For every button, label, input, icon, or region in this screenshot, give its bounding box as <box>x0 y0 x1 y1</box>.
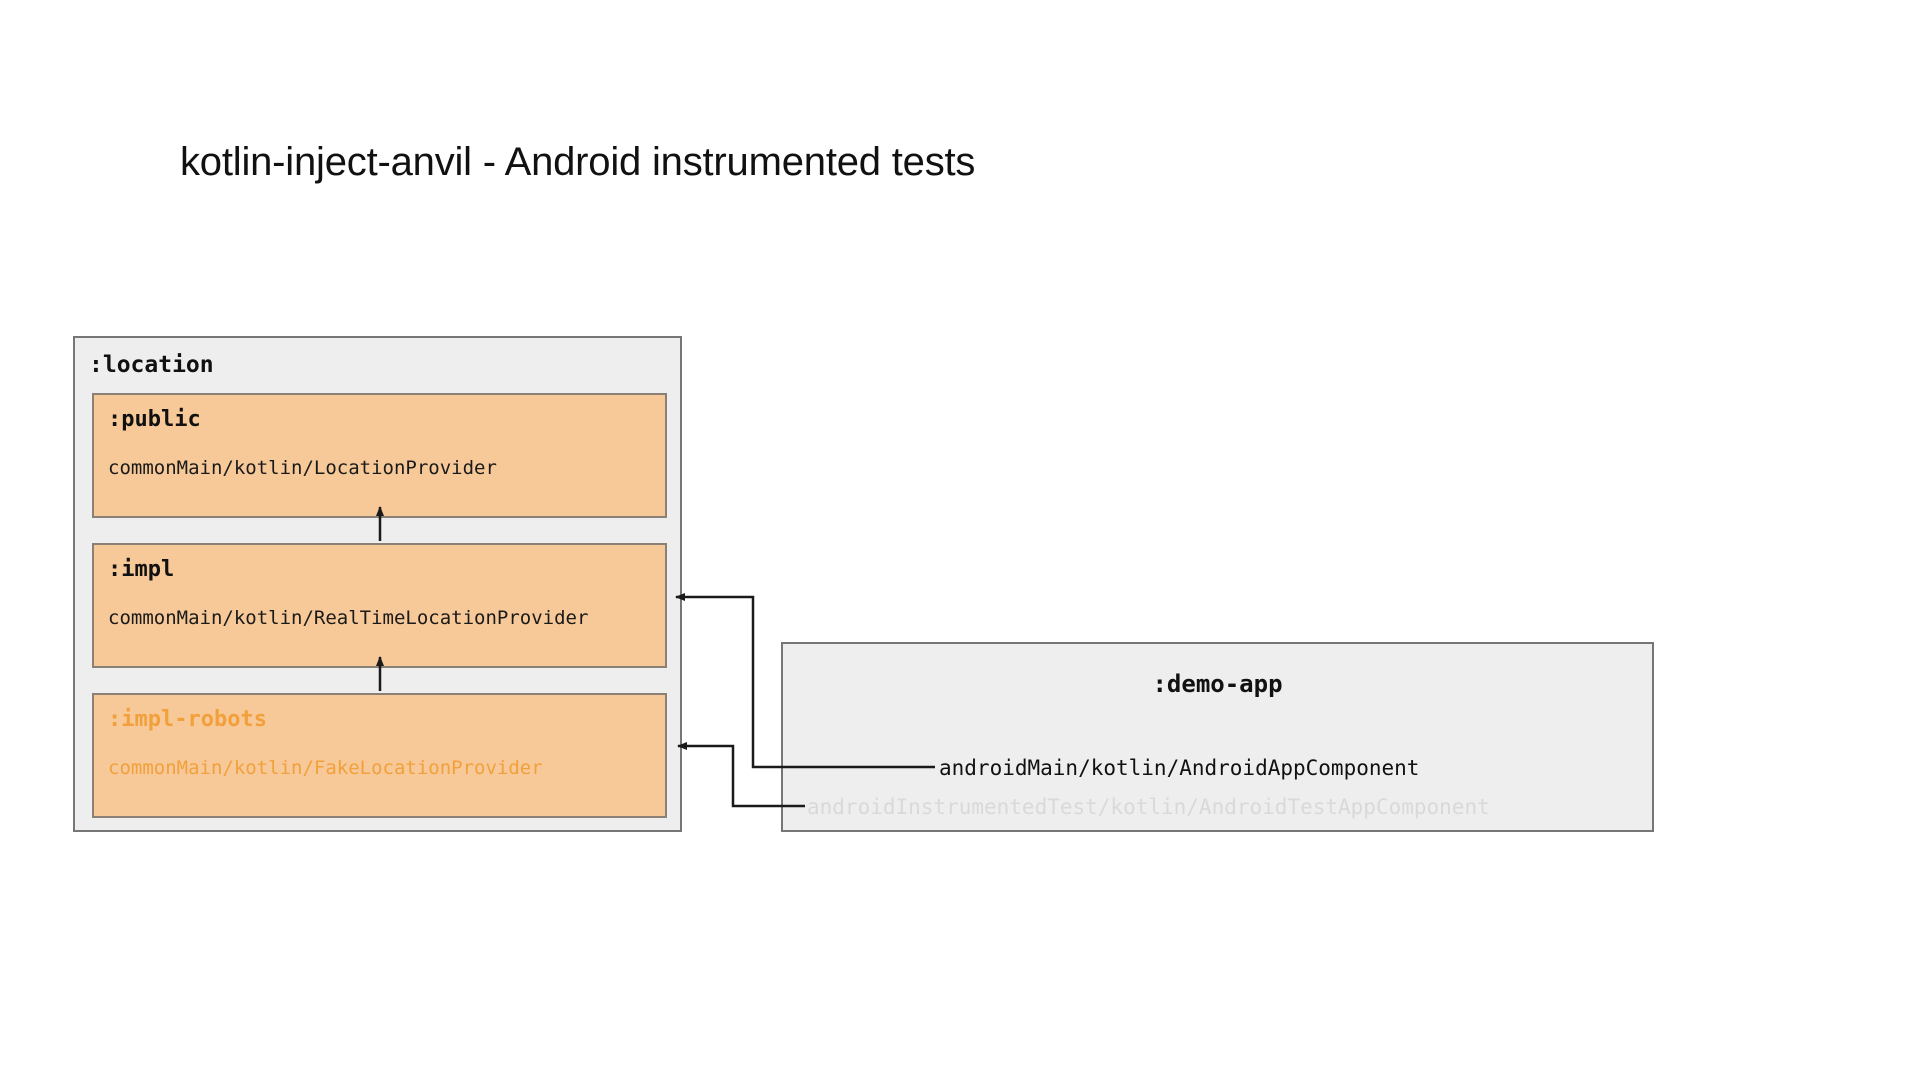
submodule-impl-title: :impl <box>108 557 175 582</box>
demo-app-android-instrumented-test-component: androidInstrumentedTest/kotlin/AndroidTe… <box>807 795 1490 819</box>
module-demo-app-title: :demo-app <box>1152 670 1283 698</box>
module-location[interactable]: :location :public commonMain/kotlin/Loca… <box>73 336 682 832</box>
submodule-public-title: :public <box>108 407 201 432</box>
submodule-public[interactable]: :public commonMain/kotlin/LocationProvid… <box>92 393 667 518</box>
module-location-title: :location <box>89 352 214 378</box>
demo-app-android-main-component: androidMain/kotlin/AndroidAppComponent <box>939 756 1420 780</box>
page-title: kotlin-inject-anvil - Android instrument… <box>180 140 976 184</box>
submodule-public-path: commonMain/kotlin/LocationProvider <box>108 457 497 479</box>
submodule-impl-path: commonMain/kotlin/RealTimeLocationProvid… <box>108 607 589 629</box>
submodule-impl-robots-title: :impl-robots <box>108 707 267 732</box>
module-demo-app[interactable]: :demo-app androidMain/kotlin/AndroidAppC… <box>781 642 1654 832</box>
submodule-impl[interactable]: :impl commonMain/kotlin/RealTimeLocation… <box>92 543 667 668</box>
submodule-impl-robots-path: commonMain/kotlin/FakeLocationProvider <box>108 757 543 779</box>
submodule-impl-robots[interactable]: :impl-robots commonMain/kotlin/FakeLocat… <box>92 693 667 818</box>
